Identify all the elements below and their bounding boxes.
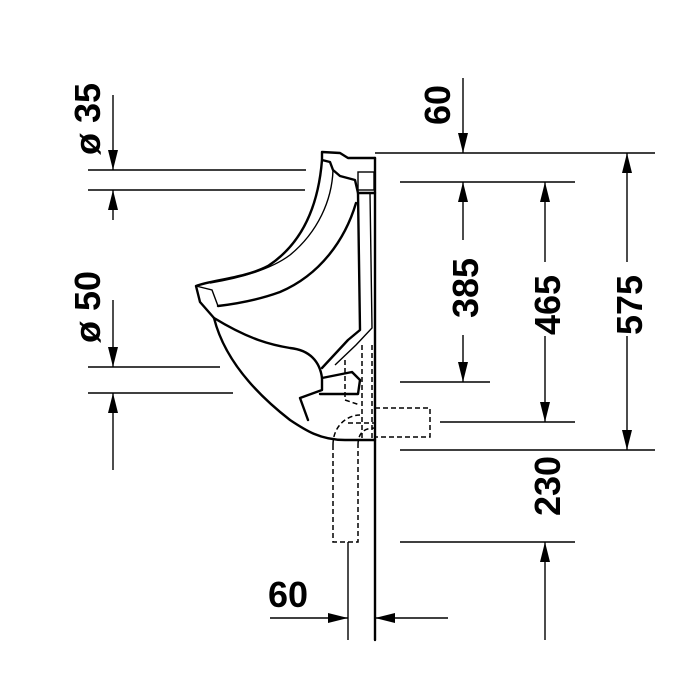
label-top-offset: 60 <box>417 85 458 125</box>
label-pipe-top-diameter: ø 35 <box>67 83 108 155</box>
label-wall-offset: 60 <box>268 574 308 615</box>
urinal-shell-outline <box>194 158 377 442</box>
hidden-pipes <box>332 345 431 543</box>
urinal-back-inner-2 <box>334 192 373 366</box>
inlet-tube <box>361 345 373 440</box>
top-connector <box>357 171 375 191</box>
drain-pipe <box>332 445 359 543</box>
urinal-inner-edge-2 <box>209 169 334 284</box>
dimension-lines <box>88 78 655 640</box>
urinal-bowl-inner-bottom <box>212 316 324 380</box>
dimension-labels: ø 35 ø 50 60 385 465 575 230 60 <box>67 83 650 615</box>
siphon-hidden <box>344 360 361 406</box>
label-outlet-height: 465 <box>527 275 568 335</box>
urinal-body <box>194 150 377 642</box>
label-drain-height: 230 <box>527 456 568 516</box>
label-inlet-height: 385 <box>445 258 486 318</box>
urinal-top-cap <box>320 150 377 195</box>
urinal-inner-edge <box>216 201 358 308</box>
outlet-pipe <box>375 407 431 438</box>
label-pipe-side-diameter: ø 50 <box>67 271 108 343</box>
urinal-siphon <box>298 370 362 422</box>
urinal-back-inner <box>320 191 362 370</box>
label-total-height: 575 <box>609 275 650 335</box>
urinal-rim <box>195 285 219 307</box>
